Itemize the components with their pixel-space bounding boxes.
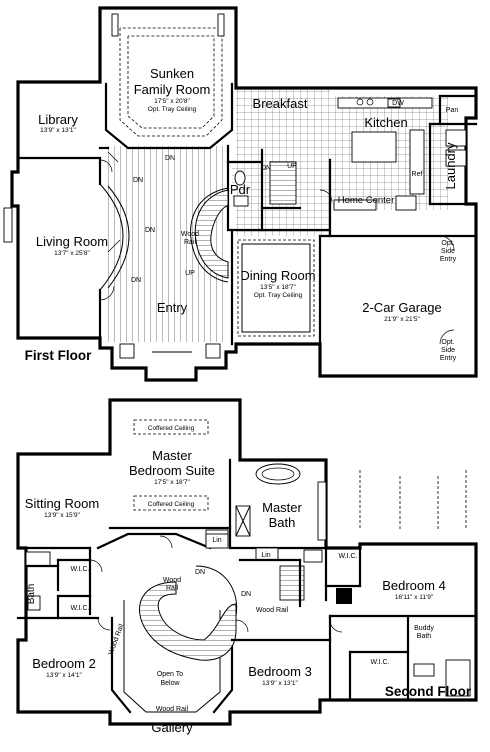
- garage-dims: 21'9" x 21'5": [384, 316, 420, 323]
- open-to-below-1: Open To: [157, 671, 183, 678]
- buddy-bath-name-1: Buddy: [414, 625, 434, 632]
- buddy-bath-name-2: Bath: [417, 633, 432, 640]
- wood-rail-1: Wood: [181, 231, 199, 238]
- dw-label: DW: [392, 100, 404, 107]
- opt-side-entry-bottom-2: Side: [441, 347, 455, 354]
- up-stair-label: UP: [287, 163, 297, 170]
- dn-family-label: DN: [165, 155, 175, 162]
- bedroom-4-dims: 16'11" x 11'9": [395, 594, 434, 601]
- wood-rail-top-1: Wood: [163, 577, 181, 584]
- library-name: Library: [38, 112, 78, 127]
- coffered-ceiling-bottom: Coffered Ceiling: [148, 501, 195, 508]
- home-center-name: Home Center: [338, 195, 395, 206]
- lin-lower: Lin: [261, 552, 270, 559]
- dn-entry-mid-label: DN: [145, 227, 155, 234]
- bath-name: Bath: [26, 584, 37, 605]
- pan-label: Pan: [446, 107, 459, 114]
- opt-side-entry-top-1: Opt.: [441, 240, 454, 247]
- dn-entry-lower-label: DN: [131, 277, 141, 284]
- dn-entry-upper-label: DN: [133, 177, 143, 184]
- lin-upper: Lin: [212, 537, 221, 544]
- bedroom-2-dims: 13'9" x 14'1": [46, 672, 82, 679]
- family-room-floor: [112, 55, 230, 144]
- wood-rail-top-2: Rail: [166, 585, 179, 592]
- family-room-dims: 17'5" x 20'8": [154, 98, 190, 105]
- powder-room-name: Pdr: [230, 182, 251, 197]
- dining-room-name: Dining Room: [240, 268, 315, 283]
- bedroom-4-name: Bedroom 4: [382, 578, 446, 593]
- second-floor: [16, 398, 478, 726]
- opt-side-entry-top-3: Entry: [440, 256, 457, 263]
- wic-left-upper: W.I.C.: [70, 566, 89, 573]
- family-room-note: Opt. Tray Ceiling: [148, 106, 197, 113]
- second-floor-label: Second Floor: [385, 684, 472, 699]
- up-main-label: UP: [185, 270, 195, 277]
- garage-name: 2-Car Garage: [362, 300, 441, 315]
- dining-room-note: Opt. Tray Ceiling: [254, 292, 303, 299]
- bedroom-2-name: Bedroom 2: [32, 656, 96, 671]
- open-to-below-2: Below: [160, 680, 180, 687]
- dining-room-dims: 13'5" x 18'7": [260, 284, 296, 291]
- bedroom-3-name: Bedroom 3: [248, 664, 312, 679]
- master-suite-name-2: Bedroom Suite: [129, 463, 215, 478]
- wic-bedroom-3: W.I.C.: [370, 659, 389, 666]
- wic-bedroom-4: W.I.C.: [338, 553, 357, 560]
- gallery-name: Gallery: [151, 720, 193, 735]
- opt-side-entry-bottom-3: Entry: [440, 355, 457, 362]
- sitting-room-dims: 13'9" x 15'9": [44, 512, 80, 519]
- master-bath-name-2: Bath: [269, 515, 296, 530]
- laundry-name: Laundry: [443, 142, 458, 189]
- first-floor: [3, 6, 478, 382]
- wood-rail-left: Wood Rail: [108, 623, 126, 656]
- master-suite-dims: 17'5" x 18'7": [154, 479, 190, 486]
- kitchen-name: Kitchen: [364, 115, 407, 130]
- master-bath-name-1: Master: [262, 500, 302, 515]
- dn-landing: DN: [241, 591, 251, 598]
- breakfast-name: Breakfast: [253, 96, 308, 111]
- first-floor-label: First Floor: [25, 348, 92, 363]
- first-floor-exterior: [10, 6, 478, 382]
- wic-left-lower: W.I.C.: [70, 605, 89, 612]
- dn-stair-upper: DN: [195, 569, 205, 576]
- master-suite-name-1: Master: [152, 448, 192, 463]
- wood-rail-2: Rail: [184, 239, 197, 246]
- family-room-name-1: Sunken: [150, 66, 194, 81]
- sitting-room-name: Sitting Room: [25, 496, 99, 511]
- ref-label: Ref: [412, 171, 423, 178]
- living-room-name: Living Room: [36, 234, 108, 249]
- entry-name: Entry: [157, 300, 188, 315]
- living-room-dims: 13'7" x 25'8": [54, 250, 90, 257]
- wood-rail-right: Wood Rail: [256, 607, 289, 614]
- coffered-ceiling-top: Coffered Ceiling: [148, 425, 195, 432]
- wood-rail-bottom: Wood Rail: [156, 706, 189, 713]
- library-dims: 13'9" x 13'1": [40, 127, 76, 134]
- opt-side-entry-top-2: Side: [441, 248, 455, 255]
- dn-stair-label: DN: [261, 165, 271, 172]
- opt-side-entry-bottom-1: Opt.: [441, 339, 454, 346]
- bedroom-3-dims: 13'9" x 13'1": [262, 680, 298, 687]
- family-room-name-2: Family Room: [134, 82, 211, 97]
